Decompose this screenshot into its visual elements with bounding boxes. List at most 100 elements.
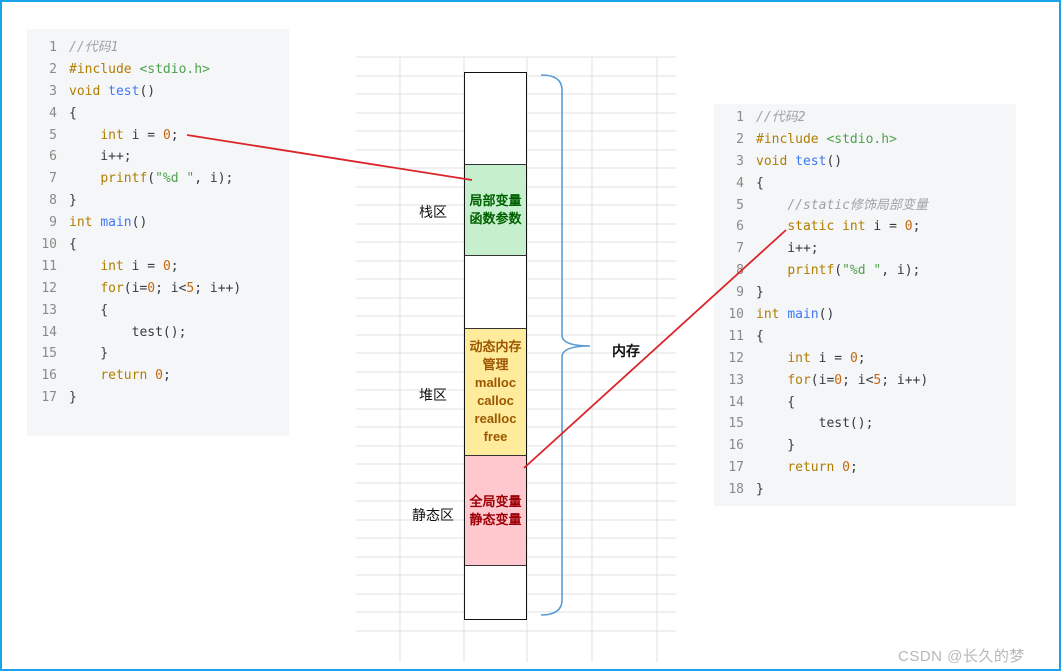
memory-block-heap: 动态内存 管理 malloc calloc realloc free xyxy=(464,328,527,456)
code-line: 9} xyxy=(714,282,1016,304)
code-token: printf xyxy=(100,171,148,187)
code-token: (i= xyxy=(810,372,835,388)
line-number: 2 xyxy=(736,131,744,147)
code-token: void xyxy=(69,83,109,99)
code-text: int i = 0; xyxy=(69,256,178,278)
code-token: int xyxy=(69,215,101,231)
code-token: , i); xyxy=(194,171,234,187)
code-text: test(); xyxy=(69,322,187,344)
code-token: test xyxy=(108,83,140,99)
code-token: , i); xyxy=(881,263,921,279)
line-number: 16 xyxy=(41,368,57,384)
line-number: 11 xyxy=(41,258,57,274)
code-text: } xyxy=(69,343,108,365)
code-token: } xyxy=(69,390,77,406)
line-number: 17 xyxy=(41,390,57,406)
static-content-line: 静态变量 xyxy=(469,511,522,527)
code-token: 0 xyxy=(162,258,171,274)
code-token: ; i< xyxy=(155,280,187,296)
code-token: { xyxy=(756,175,764,191)
code-token: int xyxy=(756,307,788,323)
code-token: 0 xyxy=(834,372,843,388)
code-token: #include xyxy=(756,131,827,147)
code-text: int i = 0; xyxy=(756,348,866,370)
line-number: 6 xyxy=(736,219,744,235)
line-number: 10 xyxy=(41,237,57,253)
code-token: i++; xyxy=(756,241,819,257)
code-line: 4{ xyxy=(27,103,289,125)
code-token: return xyxy=(787,460,835,476)
code-token: ; i++) xyxy=(194,280,242,296)
stack-content-line: 局部变量 xyxy=(469,193,522,208)
code-token: <stdio.h> xyxy=(826,131,897,147)
code-token: { xyxy=(69,105,77,121)
memory-block-empty-bottom xyxy=(464,566,527,620)
code-text: i++; xyxy=(69,146,131,168)
code-text: { xyxy=(69,103,77,125)
code-token: return xyxy=(100,368,148,384)
line-number: 1 xyxy=(49,40,57,55)
line-number: 17 xyxy=(728,460,744,476)
code-token: ; xyxy=(857,350,866,366)
stack-content-line: 函数参数 xyxy=(469,211,522,226)
memory-block-empty-top xyxy=(464,72,527,164)
code-token: main xyxy=(787,307,819,323)
line-number: 4 xyxy=(49,105,57,121)
code-text: { xyxy=(756,392,795,414)
code-text: } xyxy=(69,190,77,212)
line-number: 6 xyxy=(49,149,57,165)
code-text: #include <stdio.h> xyxy=(69,59,210,81)
code-token: <stdio.h> xyxy=(139,61,210,77)
heap-content-line: 动态内存 xyxy=(469,339,522,354)
code-line: 13 { xyxy=(27,300,289,322)
code-token: int xyxy=(787,350,811,366)
code-token: ( xyxy=(834,263,843,279)
code-text: test(); xyxy=(756,413,874,435)
code-line: 16 } xyxy=(714,435,1016,457)
heap-content-line: calloc xyxy=(477,393,514,408)
code-token: i = xyxy=(810,350,850,366)
code-text: } xyxy=(756,282,764,304)
code-line: 8 printf("%d ", i); xyxy=(714,260,1016,282)
code-token: //代码1 xyxy=(69,40,119,55)
line-number: 10 xyxy=(728,307,744,323)
code-text: } xyxy=(756,435,795,457)
line-number: 1 xyxy=(736,110,744,125)
code-line: 18} xyxy=(714,479,1016,501)
code-token: () xyxy=(131,215,148,231)
code-text: int main() xyxy=(756,304,834,326)
code-token: for xyxy=(787,372,811,388)
code-text: { xyxy=(69,234,77,256)
heap-content-line: malloc xyxy=(474,375,517,390)
arrow-code2-to-static xyxy=(523,229,787,469)
code-line: 14 { xyxy=(714,392,1016,414)
code-text: i++; xyxy=(756,238,819,260)
code-token: { xyxy=(69,302,109,318)
line-number: 2 xyxy=(49,61,57,77)
code-token: ; xyxy=(912,219,921,235)
code-token: test xyxy=(795,153,827,169)
code-token: 0 xyxy=(155,368,163,384)
code-line: 8} xyxy=(27,190,289,212)
watermark: CSDN @长久的梦 xyxy=(898,648,1025,665)
code-text: printf("%d ", i); xyxy=(69,168,233,190)
code-token: } xyxy=(69,346,109,362)
code-text: return 0; xyxy=(756,457,857,479)
code-text: int i = 0; xyxy=(69,125,178,147)
static-content-line: 全局变量 xyxy=(469,493,522,509)
code-text: } xyxy=(756,479,764,501)
line-number: 16 xyxy=(728,438,744,454)
code-token: i = xyxy=(865,219,905,235)
code-token: ; i++) xyxy=(881,372,929,388)
code-token: //static修饰局部变量 xyxy=(787,197,928,213)
code-token: } xyxy=(69,193,77,209)
code-text: int main() xyxy=(69,212,147,234)
code-text: void test() xyxy=(69,81,155,103)
memory-block-static: 全局变量 静态变量 xyxy=(464,456,527,566)
code-line: 4{ xyxy=(714,173,1016,195)
line-number: 7 xyxy=(49,171,57,187)
code-line: 1//代码2 xyxy=(714,107,1016,129)
